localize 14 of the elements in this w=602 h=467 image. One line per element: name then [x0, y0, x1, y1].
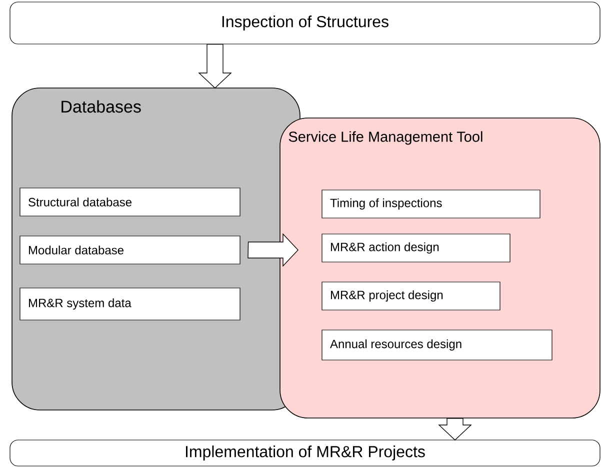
item-box: MR&R action design	[322, 234, 510, 262]
panel-title: Service Life Management Tool	[288, 131, 482, 145]
arrow	[198, 44, 232, 88]
item-box: MR&R project design	[322, 282, 500, 310]
item-box: Modular database	[20, 236, 240, 264]
arrow	[248, 233, 298, 267]
item-box: Structural database	[20, 188, 240, 216]
title-box: Inspection of Structures	[10, 2, 600, 44]
item-box: Annual resources design	[322, 330, 552, 360]
panel-title: Databases	[62, 100, 141, 113]
title-box: Implementation of MR&R Projects	[10, 440, 600, 466]
arrow	[438, 418, 472, 440]
item-box: Timing of inspections	[322, 190, 540, 218]
item-box: MR&R system data	[20, 288, 240, 320]
